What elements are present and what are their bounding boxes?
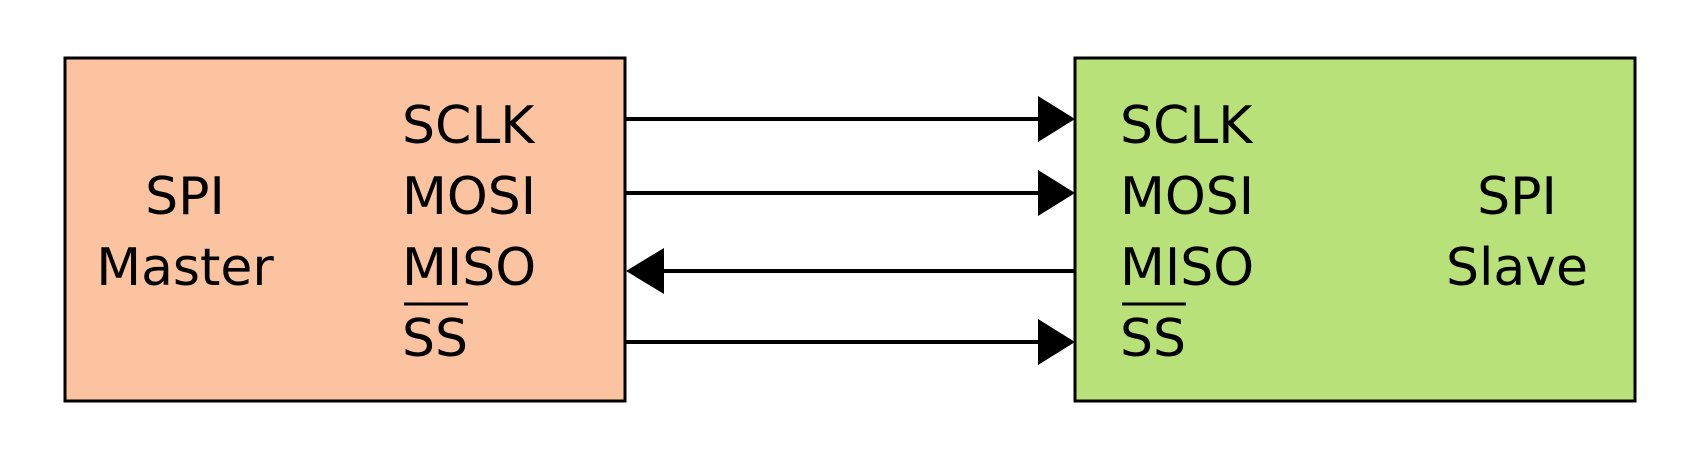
master-pin-mosi: MOSI xyxy=(402,167,536,227)
arrow-sclk xyxy=(626,96,1075,142)
slave-pin-ss: SS xyxy=(1120,309,1186,369)
arrow-miso xyxy=(626,248,1075,294)
slave-pin-sclk: SCLK xyxy=(1120,96,1254,156)
arrow-ss xyxy=(626,319,1075,365)
slave-title-line1: SPI xyxy=(1477,167,1557,227)
master-pin-miso: MISO xyxy=(402,238,536,298)
master-title-line1: SPI xyxy=(145,167,225,227)
master-box xyxy=(63,56,627,403)
slave-pin-mosi: MOSI xyxy=(1120,167,1254,227)
slave-box xyxy=(1073,56,1637,403)
master-pin-ss: SS xyxy=(402,309,468,369)
slave-pin-miso: MISO xyxy=(1120,238,1254,298)
slave-title-line2: Slave xyxy=(1446,238,1588,298)
arrow-mosi xyxy=(626,170,1075,216)
master-title-line2: Master xyxy=(96,238,274,298)
master-pin-sclk: SCLK xyxy=(402,96,536,156)
